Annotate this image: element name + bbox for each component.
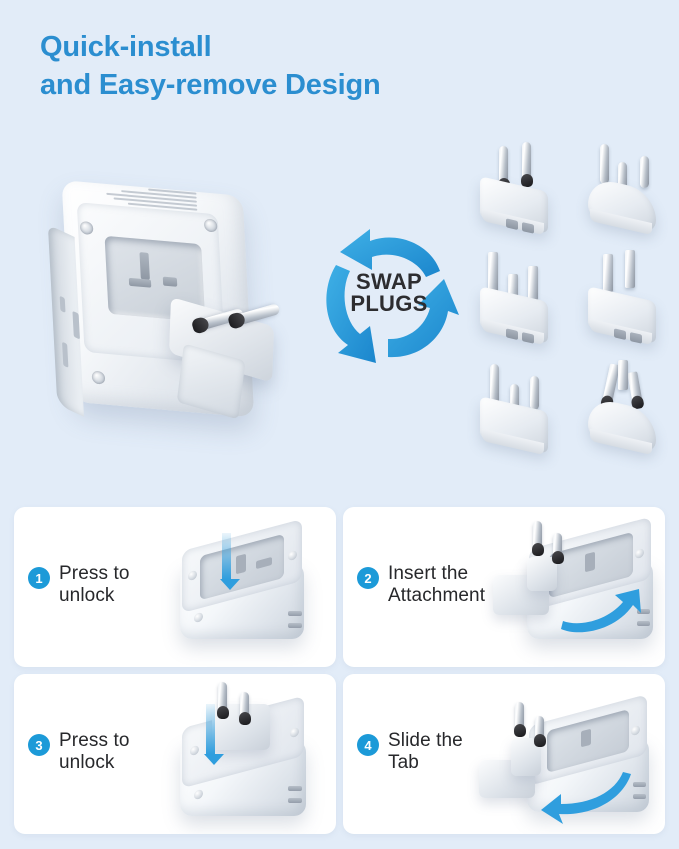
plug-pin xyxy=(600,144,609,184)
step-number-badge: 2 xyxy=(357,567,379,589)
instruction-card-2: 2 Insert the Attachment xyxy=(343,507,665,667)
plug-attachment-grid xyxy=(462,138,674,458)
plug-attachment-za xyxy=(462,358,568,465)
usb-port xyxy=(288,798,302,803)
adapter-socket-slot xyxy=(585,551,595,573)
plug-attachment-eu xyxy=(462,138,568,245)
step-number-badge: 1 xyxy=(28,567,50,589)
instruction-card-4: 4 Slide the Tab xyxy=(343,674,665,834)
adapter-socket-slot xyxy=(139,252,150,280)
plug-pin xyxy=(640,156,649,188)
step-label: Press to unlock xyxy=(59,730,130,774)
step-number-badge: 3 xyxy=(28,734,50,756)
press-down-arrow-icon xyxy=(204,704,224,765)
instruction-card-3: 3 Press to unlock xyxy=(14,674,336,834)
plug-pin xyxy=(618,360,628,390)
usb-port xyxy=(637,621,650,626)
travel-adapter-main-image xyxy=(47,159,297,441)
press-down-arrow-icon xyxy=(220,533,240,590)
step-illustration xyxy=(493,516,663,659)
plug-pin xyxy=(625,250,635,288)
usb-port xyxy=(288,786,302,791)
step-illustration xyxy=(471,694,661,834)
slide-out-arrow-icon xyxy=(541,772,631,824)
plug-pin xyxy=(627,371,645,410)
plug-pin xyxy=(603,254,613,292)
step-label: Slide the Tab xyxy=(388,730,463,774)
plug-pin xyxy=(618,162,627,192)
step-label: Insert the Attachment xyxy=(388,563,486,607)
step-number-badge: 4 xyxy=(357,734,379,756)
usb-port xyxy=(633,794,646,799)
step-row: 4 Slide the Tab xyxy=(357,730,463,775)
swap-plugs-label: SWAP PLUGS xyxy=(318,269,460,317)
plug-pin xyxy=(510,384,519,416)
adapter-socket-slot xyxy=(236,553,246,575)
plug-pin xyxy=(521,142,533,187)
plug-pin xyxy=(534,716,546,747)
detached-eu-plug-attachment xyxy=(167,288,296,424)
plug-attachment-us xyxy=(570,248,676,355)
plug-pin xyxy=(239,692,251,725)
plug-pin xyxy=(490,364,499,406)
swap-plugs-label-line-1: SWAP xyxy=(356,269,422,294)
plug-pin xyxy=(508,274,518,304)
plug-attachment-head xyxy=(527,557,557,591)
plug-pin xyxy=(530,376,539,410)
plug-pin xyxy=(528,266,538,300)
instruction-card-1: 1 Press to unlock xyxy=(14,507,336,667)
step-illustration xyxy=(160,518,330,659)
step-row: 3 Press to unlock xyxy=(28,730,130,775)
step-illustration xyxy=(160,682,330,830)
adapter-socket-slot xyxy=(581,728,591,748)
plug-pin xyxy=(514,702,526,737)
page-title: Quick-install and Easy-remove Design xyxy=(40,28,381,105)
usb-port xyxy=(288,623,302,628)
plug-pin xyxy=(217,682,229,719)
plug-pin xyxy=(532,521,544,556)
plug-attachment-uk xyxy=(462,248,568,355)
plug-pin xyxy=(552,533,564,564)
step-label: Press to unlock xyxy=(59,563,130,607)
usb-port xyxy=(637,609,650,614)
adapter-outlet-slot xyxy=(59,295,66,314)
slide-in-arrow-icon xyxy=(561,589,641,633)
page-title-line-1: Quick-install xyxy=(40,31,212,63)
adapter-socket-slot xyxy=(162,276,178,287)
page-title-line-2: and Easy-remove Design xyxy=(40,69,381,102)
swap-plugs-cycle: SWAP PLUGS xyxy=(318,225,460,367)
plug-attachment-au xyxy=(570,358,676,465)
step-row: 1 Press to unlock xyxy=(28,563,130,608)
plug-attachment-india xyxy=(570,138,676,245)
instruction-cards: 1 Press to unlock 2 Insert the Attachmen… xyxy=(14,507,665,834)
hero-illustration: SWAP PLUGS xyxy=(0,120,679,495)
step-row: 2 Insert the Attachment xyxy=(357,563,485,608)
cycle-arrows-icon xyxy=(326,229,459,363)
usb-port xyxy=(288,611,302,616)
usb-port xyxy=(633,782,646,787)
swap-plugs-label-line-2: PLUGS xyxy=(350,291,428,317)
plug-pin xyxy=(488,252,498,292)
